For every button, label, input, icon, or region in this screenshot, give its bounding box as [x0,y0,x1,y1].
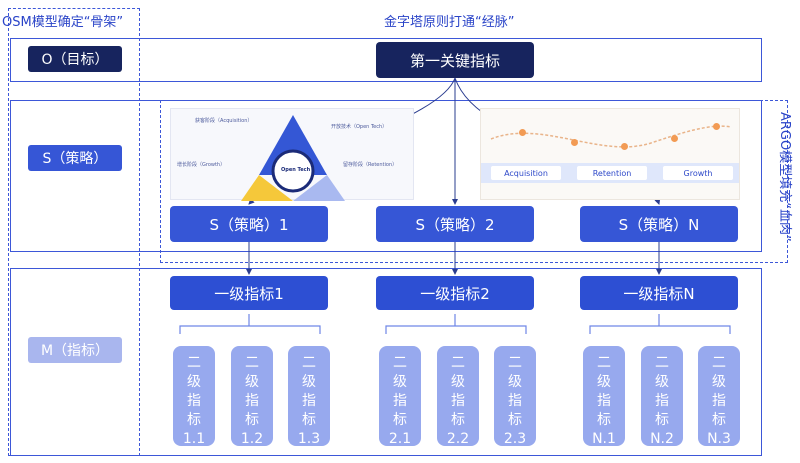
strategy-1: S（策略）1 [170,206,328,242]
strategy-2: S（策略）2 [376,206,534,242]
metric1-n: 一级指标N [580,276,738,310]
argo-growth-text: 增长阶段（Growth） [177,162,226,168]
journey-dot [713,123,720,130]
journey-retention: Retention [577,166,647,180]
journey-growth: Growth [663,166,733,180]
pyramid-caption: 金字塔原则打通“经脉” [384,15,515,30]
objective-band [10,38,762,82]
strategy-n: S（策略）N [580,206,738,242]
argo-center-text: Open Tech [281,167,311,173]
argo-triangle-graphic [241,115,345,201]
journey-dot [671,135,678,142]
strategy-band [10,100,762,252]
journey-acquisition: Acquisition [491,166,561,180]
objective-label: O（目标） [28,46,122,72]
metric1-2: 一级指标2 [376,276,534,310]
journey-curve-graphic [490,125,732,148]
journey-dot [621,143,628,150]
argo-opentech-text: 开放技术（Open Tech） [331,124,388,130]
argo-retention-text: 留存阶段（Retention） [343,162,398,168]
osm-caption: OSM模型确定“骨架” [2,15,124,30]
strategy-label: S（策略） [28,145,122,171]
argo-model-image: 获客阶段（Acquisition） 开放技术（Open Tech） 增长阶段（G… [170,108,414,201]
journey-dot [519,129,526,136]
first-key-metric: 第一关键指标 [376,42,534,78]
user-journey-image: Acquisition Retention Growth [480,108,740,200]
argo-acquisition-text: 获客阶段（Acquisition） [195,118,253,124]
journey-dot [571,139,578,146]
metric-label: M（指标） [28,337,122,363]
metric-band [10,268,762,456]
metric1-1: 一级指标1 [170,276,328,310]
